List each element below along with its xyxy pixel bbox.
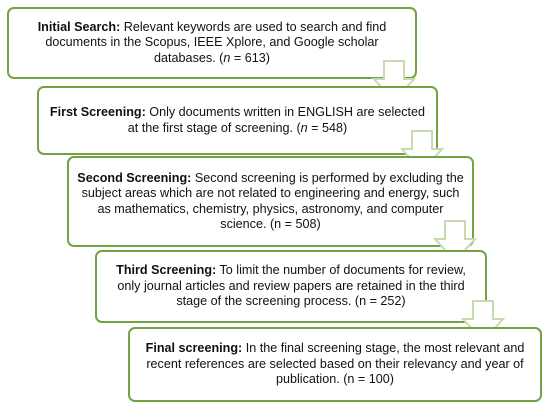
stage-box-final-screening: Final screening: In the final screening … [128, 327, 542, 402]
stage-title: Initial Search: [37, 19, 121, 34]
stage-text: Third Screening: To limit the number of … [103, 263, 479, 310]
stage-description: Only documents written in ENGLISH are se… [127, 105, 426, 135]
stage-text: Second Screening: Second screening is pe… [75, 171, 466, 233]
stage-title: Third Screening: [116, 263, 217, 278]
stage-description: To limit the number of documents for rev… [117, 263, 466, 309]
stage-count: (n = 508) [269, 217, 321, 231]
stage-n-label: n [300, 120, 308, 135]
stage-title: Final screening: [145, 341, 243, 356]
stage-description: Second screening is performed by excludi… [81, 170, 464, 232]
stage-box-second-screening: Second Screening: Second screening is pe… [67, 156, 474, 247]
stage-count: = 548) [307, 120, 348, 135]
stage-text: Initial Search: Relevant keywords are us… [15, 20, 409, 67]
stage-text: First Screening: Only documents written … [45, 105, 430, 136]
stage-text: Final screening: In the final screening … [136, 341, 534, 388]
stage-count: (n = 100) [343, 372, 394, 387]
stage-box-third-screening: Third Screening: To limit the number of … [95, 250, 487, 323]
stage-count: (n = 252) [354, 294, 406, 309]
stage-box-initial-search: Initial Search: Relevant keywords are us… [7, 7, 417, 79]
stage-title: First Screening: [49, 105, 146, 119]
stage-title: Second Screening: [77, 170, 192, 185]
stage-box-first-screening: First Screening: Only documents written … [37, 86, 438, 155]
stage-count: = 613) [230, 50, 270, 65]
stage-n-label: n [223, 50, 231, 65]
stage-description: Relevant keywords are used to search and… [45, 19, 387, 65]
stage-description: In the final screening stage, the most r… [146, 341, 525, 387]
